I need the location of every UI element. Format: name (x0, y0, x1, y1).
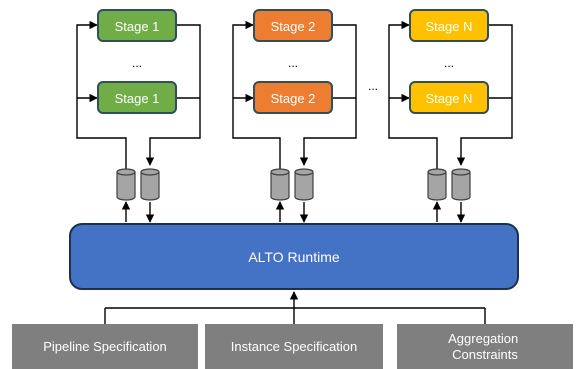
column-ellipsis: ... (368, 79, 378, 93)
input-box-instance (205, 324, 383, 369)
stage-column-1: Stage 1 ... Stage 1 (76, 9, 201, 223)
runtime-box (69, 223, 519, 290)
database-cylinder-icon (140, 168, 160, 201)
database-cylinder-icon (451, 168, 471, 201)
loop-connector (299, 24, 357, 166)
database-cylinder-icon (270, 168, 290, 201)
stage-label: Stage 1 (115, 19, 160, 34)
input-connectors (104, 291, 486, 324)
input-label: Aggregation Constraints (448, 331, 522, 362)
input-label: Pipeline Specification (43, 339, 167, 354)
stage-box (97, 9, 177, 42)
stage-box (409, 9, 489, 42)
stage-label: Stage N (426, 19, 473, 34)
stage-column-2: Stage 2 ... Stage 2 (232, 9, 357, 223)
ellipsis: ... (132, 56, 142, 70)
loop-connector (456, 24, 513, 166)
input-label-line: Aggregation (448, 331, 518, 346)
input-box-aggregation (397, 324, 573, 369)
stage-column-n: Stage N ... Stage N (388, 9, 513, 223)
stage-box (253, 9, 333, 42)
stage-box (253, 81, 333, 114)
input-label-line: Constraints (452, 347, 518, 362)
loop-connector (145, 24, 201, 166)
database-cylinder-icon (116, 168, 136, 201)
ellipsis: ... (444, 56, 454, 70)
stage-box (409, 81, 489, 114)
loop-connector (232, 20, 281, 200)
input-label: Instance Specification (231, 339, 357, 354)
loop-connector (76, 20, 127, 200)
input-box-pipeline (12, 324, 198, 369)
runtime-label: ALTO Runtime (248, 249, 340, 265)
database-cylinder-icon (294, 168, 314, 201)
database-cylinder-icon (427, 168, 447, 201)
stage-label: Stage 2 (271, 19, 316, 34)
ellipsis: ... (288, 56, 298, 70)
loop-connector (388, 20, 438, 200)
stage-box (97, 81, 177, 114)
stage-label: Stage N (426, 91, 473, 106)
stage-label: Stage 2 (271, 91, 316, 106)
stage-label: Stage 1 (115, 91, 160, 106)
